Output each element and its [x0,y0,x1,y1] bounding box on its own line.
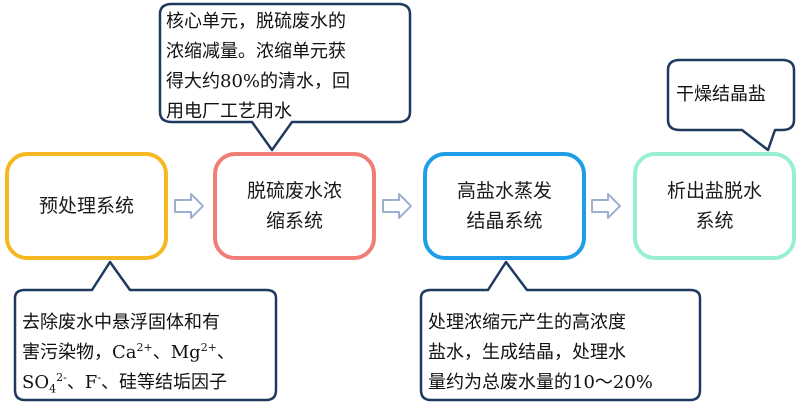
callout-line: SO [22,372,50,393]
callout-dewatering-text: 干燥结晶盐 [676,84,766,105]
callout-evaporation-shape [419,260,702,402]
flow-arrow-icon-2 [382,193,412,219]
process-box-dewatering: 析出盐脱水 系统 [633,152,796,260]
callout-pretreatment-shape [13,260,278,402]
charge-superscript: 2+ [136,341,153,354]
callout-line: 、 [216,342,235,363]
process-label: 析出盐脱水 系统 [666,180,762,232]
flow-arrow-icon-1 [174,193,204,219]
charge-superscript: 2- [56,371,67,384]
callout-line: 害污染物，Ca [22,342,137,363]
process-label: 预处理系统 [38,195,134,217]
callout-pretreatment-text: 去除废水中悬浮固体和有害污染物，Ca2+、Mg2+、SO42-、F-、硅等结垢因… [22,308,272,398]
subscript: 4 [49,382,57,396]
callout-evaporation-text: 处理浓缩元产生的高浓度 盐水，生成结晶，处理水 量约为总废水量的10～20% [428,312,653,393]
process-box-concentration: 脱硫废水浓 缩系统 [213,152,376,260]
charge-superscript: - [97,371,102,384]
callout-concentration-shape [158,2,412,152]
flow-arrow-icon-3 [591,193,621,219]
callout-line: 、Mg [152,342,201,363]
callout-dewatering-shape [666,58,796,152]
process-box-pretreatment: 预处理系统 [5,152,168,260]
callout-concentration-text: 核心单元，脱硫废水的 浓缩减量。浓缩单元获 得大约80%的清水，回 用电厂工艺用… [166,11,351,122]
callout-line: 、F [66,372,98,393]
process-box-evaporation: 高盐水蒸发 结晶系统 [423,152,586,260]
callout-line: 去除废水中悬浮固体和有 [22,312,220,333]
process-label: 高盐水蒸发 结晶系统 [456,180,552,232]
process-label: 脱硫废水浓 缩系统 [246,180,342,232]
charge-superscript: 2+ [200,341,217,354]
callout-line: 、硅等结垢因子 [101,372,228,393]
